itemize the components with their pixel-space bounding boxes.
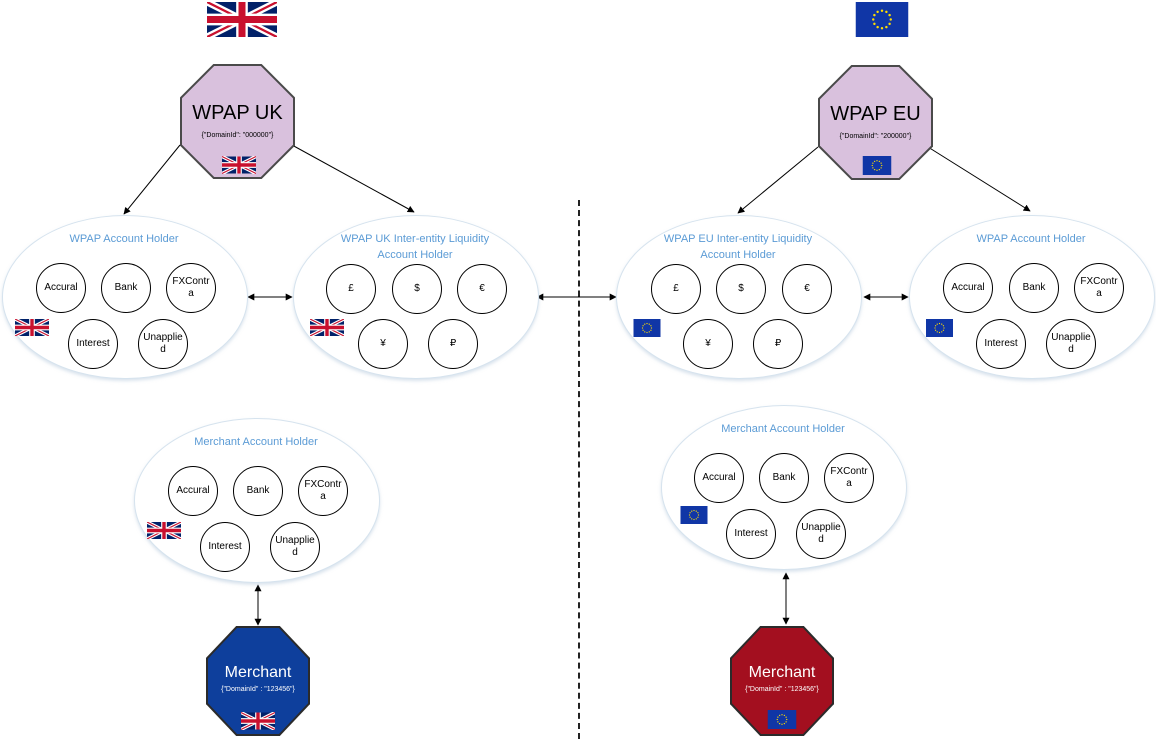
- currency-rub: ₽: [428, 319, 478, 369]
- currency-gbp: £: [326, 264, 376, 314]
- account-fxcontra: FXContra: [166, 263, 216, 313]
- uk-liquidity-title-line2: Account Holder: [377, 249, 453, 261]
- account-bank: Bank: [233, 466, 283, 516]
- account-unapplied: Unapplied: [1046, 319, 1096, 369]
- currency-eur: €: [457, 264, 507, 314]
- uk-flag-icon: [207, 2, 277, 37]
- uk-flag-icon: [310, 319, 344, 336]
- uk-flag-icon: [15, 319, 49, 336]
- wpap-uk-node: WPAP UK {"DomainId": "000000"}: [180, 64, 295, 179]
- currency-jpy: ¥: [358, 319, 408, 369]
- eu-merchant-holder-title: Merchant Account Holder: [721, 423, 845, 435]
- wpap-uk-title: WPAP UK: [192, 102, 283, 124]
- eu-liquidity-title-line2: Account Holder: [700, 249, 776, 261]
- eu-liquidity-title-line1: WPAP EU Inter-entity Liquidity: [663, 233, 813, 245]
- uk-merchant-holder-title: Merchant Account Holder: [194, 436, 318, 448]
- account-bank: Bank: [1009, 263, 1059, 313]
- eu-merchant-domain: {"DomainId" : "123456"}: [745, 686, 819, 693]
- account-accural: Accural: [168, 466, 218, 516]
- account-accural: Accural: [694, 453, 744, 503]
- eu-flag-icon: [860, 156, 894, 175]
- uk-liquidity-holder-title: WPAP UK Inter-entity Liquidity Account H…: [293, 231, 537, 263]
- account-accural: Accural: [36, 263, 86, 313]
- uk-flag-icon: [241, 712, 275, 730]
- eu-flag-icon: [847, 2, 917, 37]
- uk-flag-icon: [147, 522, 181, 539]
- arrow-uk-top-to-liquidity: [291, 144, 415, 213]
- account-interest: Interest: [976, 319, 1026, 369]
- eu-flag-icon: [630, 319, 664, 337]
- arrow-eu-top-to-account: [927, 146, 1031, 212]
- currency-usd: $: [716, 264, 766, 314]
- account-unapplied: Unapplied: [138, 319, 188, 369]
- uk-merchant-node: Merchant {"DomainId" : "123456"}: [206, 626, 310, 736]
- currency-usd: $: [392, 264, 442, 314]
- uk-account-holder-title: WPAP Account Holder: [69, 233, 179, 245]
- currency-gbp: £: [651, 264, 701, 314]
- arrow-eu-top-to-liquidity: [737, 146, 819, 214]
- wpap-eu-node: WPAP EU {"DomainId": "200000"}: [818, 65, 933, 180]
- uk-liquidity-title-line1: WPAP UK Inter-entity Liquidity: [340, 233, 490, 245]
- eu-merchant-node: Merchant {"DomainId" : "123456"}: [730, 626, 834, 736]
- uk-merchant-title: Merchant: [224, 664, 292, 681]
- arrow-uk-top-to-account: [123, 144, 181, 215]
- region-divider: [578, 200, 580, 739]
- account-bank: Bank: [101, 263, 151, 313]
- account-interest: Interest: [200, 522, 250, 572]
- eu-merchant-title: Merchant: [748, 664, 816, 681]
- uk-flag-icon: [222, 156, 256, 174]
- wpap-eu-title: WPAP EU: [830, 103, 921, 125]
- currency-rub: ₽: [753, 319, 803, 369]
- account-unapplied: Unapplied: [796, 509, 846, 559]
- eu-flag-icon: [923, 319, 956, 337]
- account-unapplied: Unapplied: [270, 522, 320, 572]
- eu-liquidity-holder-title: WPAP EU Inter-entity Liquidity Account H…: [616, 231, 860, 263]
- account-fxcontra: FXContra: [824, 453, 874, 503]
- wpap-eu-domain: {"DomainId": "200000"}: [839, 133, 912, 140]
- account-interest: Interest: [68, 319, 118, 369]
- eu-account-holder-title: WPAP Account Holder: [976, 233, 1086, 245]
- account-accural: Accural: [943, 263, 993, 313]
- eu-flag-icon: [765, 710, 799, 729]
- currency-jpy: ¥: [683, 319, 733, 369]
- account-interest: Interest: [726, 509, 776, 559]
- currency-eur: €: [782, 264, 832, 314]
- account-fxcontra: FXContra: [298, 466, 348, 516]
- wpap-uk-domain: {"DomainId": "000000"}: [201, 132, 274, 139]
- uk-merchant-domain: {"DomainId" : "123456"}: [221, 686, 295, 693]
- account-bank: Bank: [759, 453, 809, 503]
- account-fxcontra: FXContra: [1074, 263, 1124, 313]
- eu-flag-icon: [677, 506, 711, 524]
